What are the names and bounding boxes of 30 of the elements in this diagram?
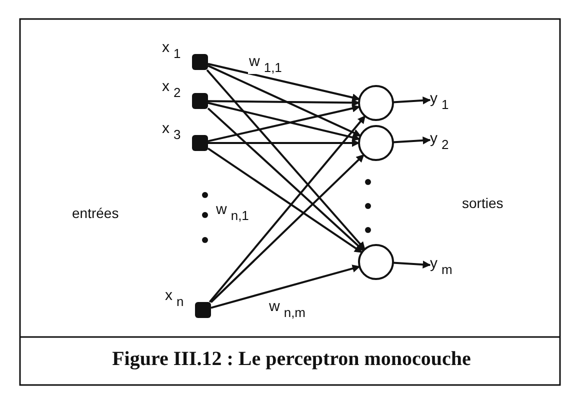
- input-label: x$_{2}$: [162, 79, 181, 99]
- output-label: y$_{1}$: [430, 91, 449, 111]
- arrow: [392, 96, 431, 104]
- neuron-circle: [358, 85, 394, 121]
- side-label: entrées: [72, 205, 119, 221]
- arrow: [210, 264, 360, 309]
- output-label: y$_{2}$: [430, 131, 449, 151]
- arrow: [207, 148, 363, 254]
- input-label: x$_{3}$: [162, 121, 181, 141]
- figure-caption: Figure III.12 : Le perceptron monocouche: [111, 348, 472, 371]
- input-node: [192, 135, 208, 151]
- arrow: [208, 98, 360, 107]
- arrow: [208, 64, 362, 137]
- arrow: [208, 62, 360, 102]
- arrow: [392, 260, 431, 269]
- input-node: [195, 302, 211, 318]
- arrow: [207, 108, 364, 252]
- arrow: [208, 139, 360, 147]
- arrow: [206, 69, 366, 250]
- input-node: [192, 54, 208, 70]
- neuron-circle: [358, 125, 394, 161]
- arrow: [208, 115, 366, 303]
- arrow: [392, 136, 431, 144]
- input-node: [192, 93, 208, 109]
- arrow: [210, 154, 364, 303]
- input-label: x$_{1}$: [162, 40, 181, 60]
- output-label: y$_{m}$: [430, 256, 452, 276]
- input-label: x$_{n}$: [165, 288, 184, 308]
- neuron-circle: [358, 244, 394, 280]
- side-label: sorties: [462, 195, 504, 211]
